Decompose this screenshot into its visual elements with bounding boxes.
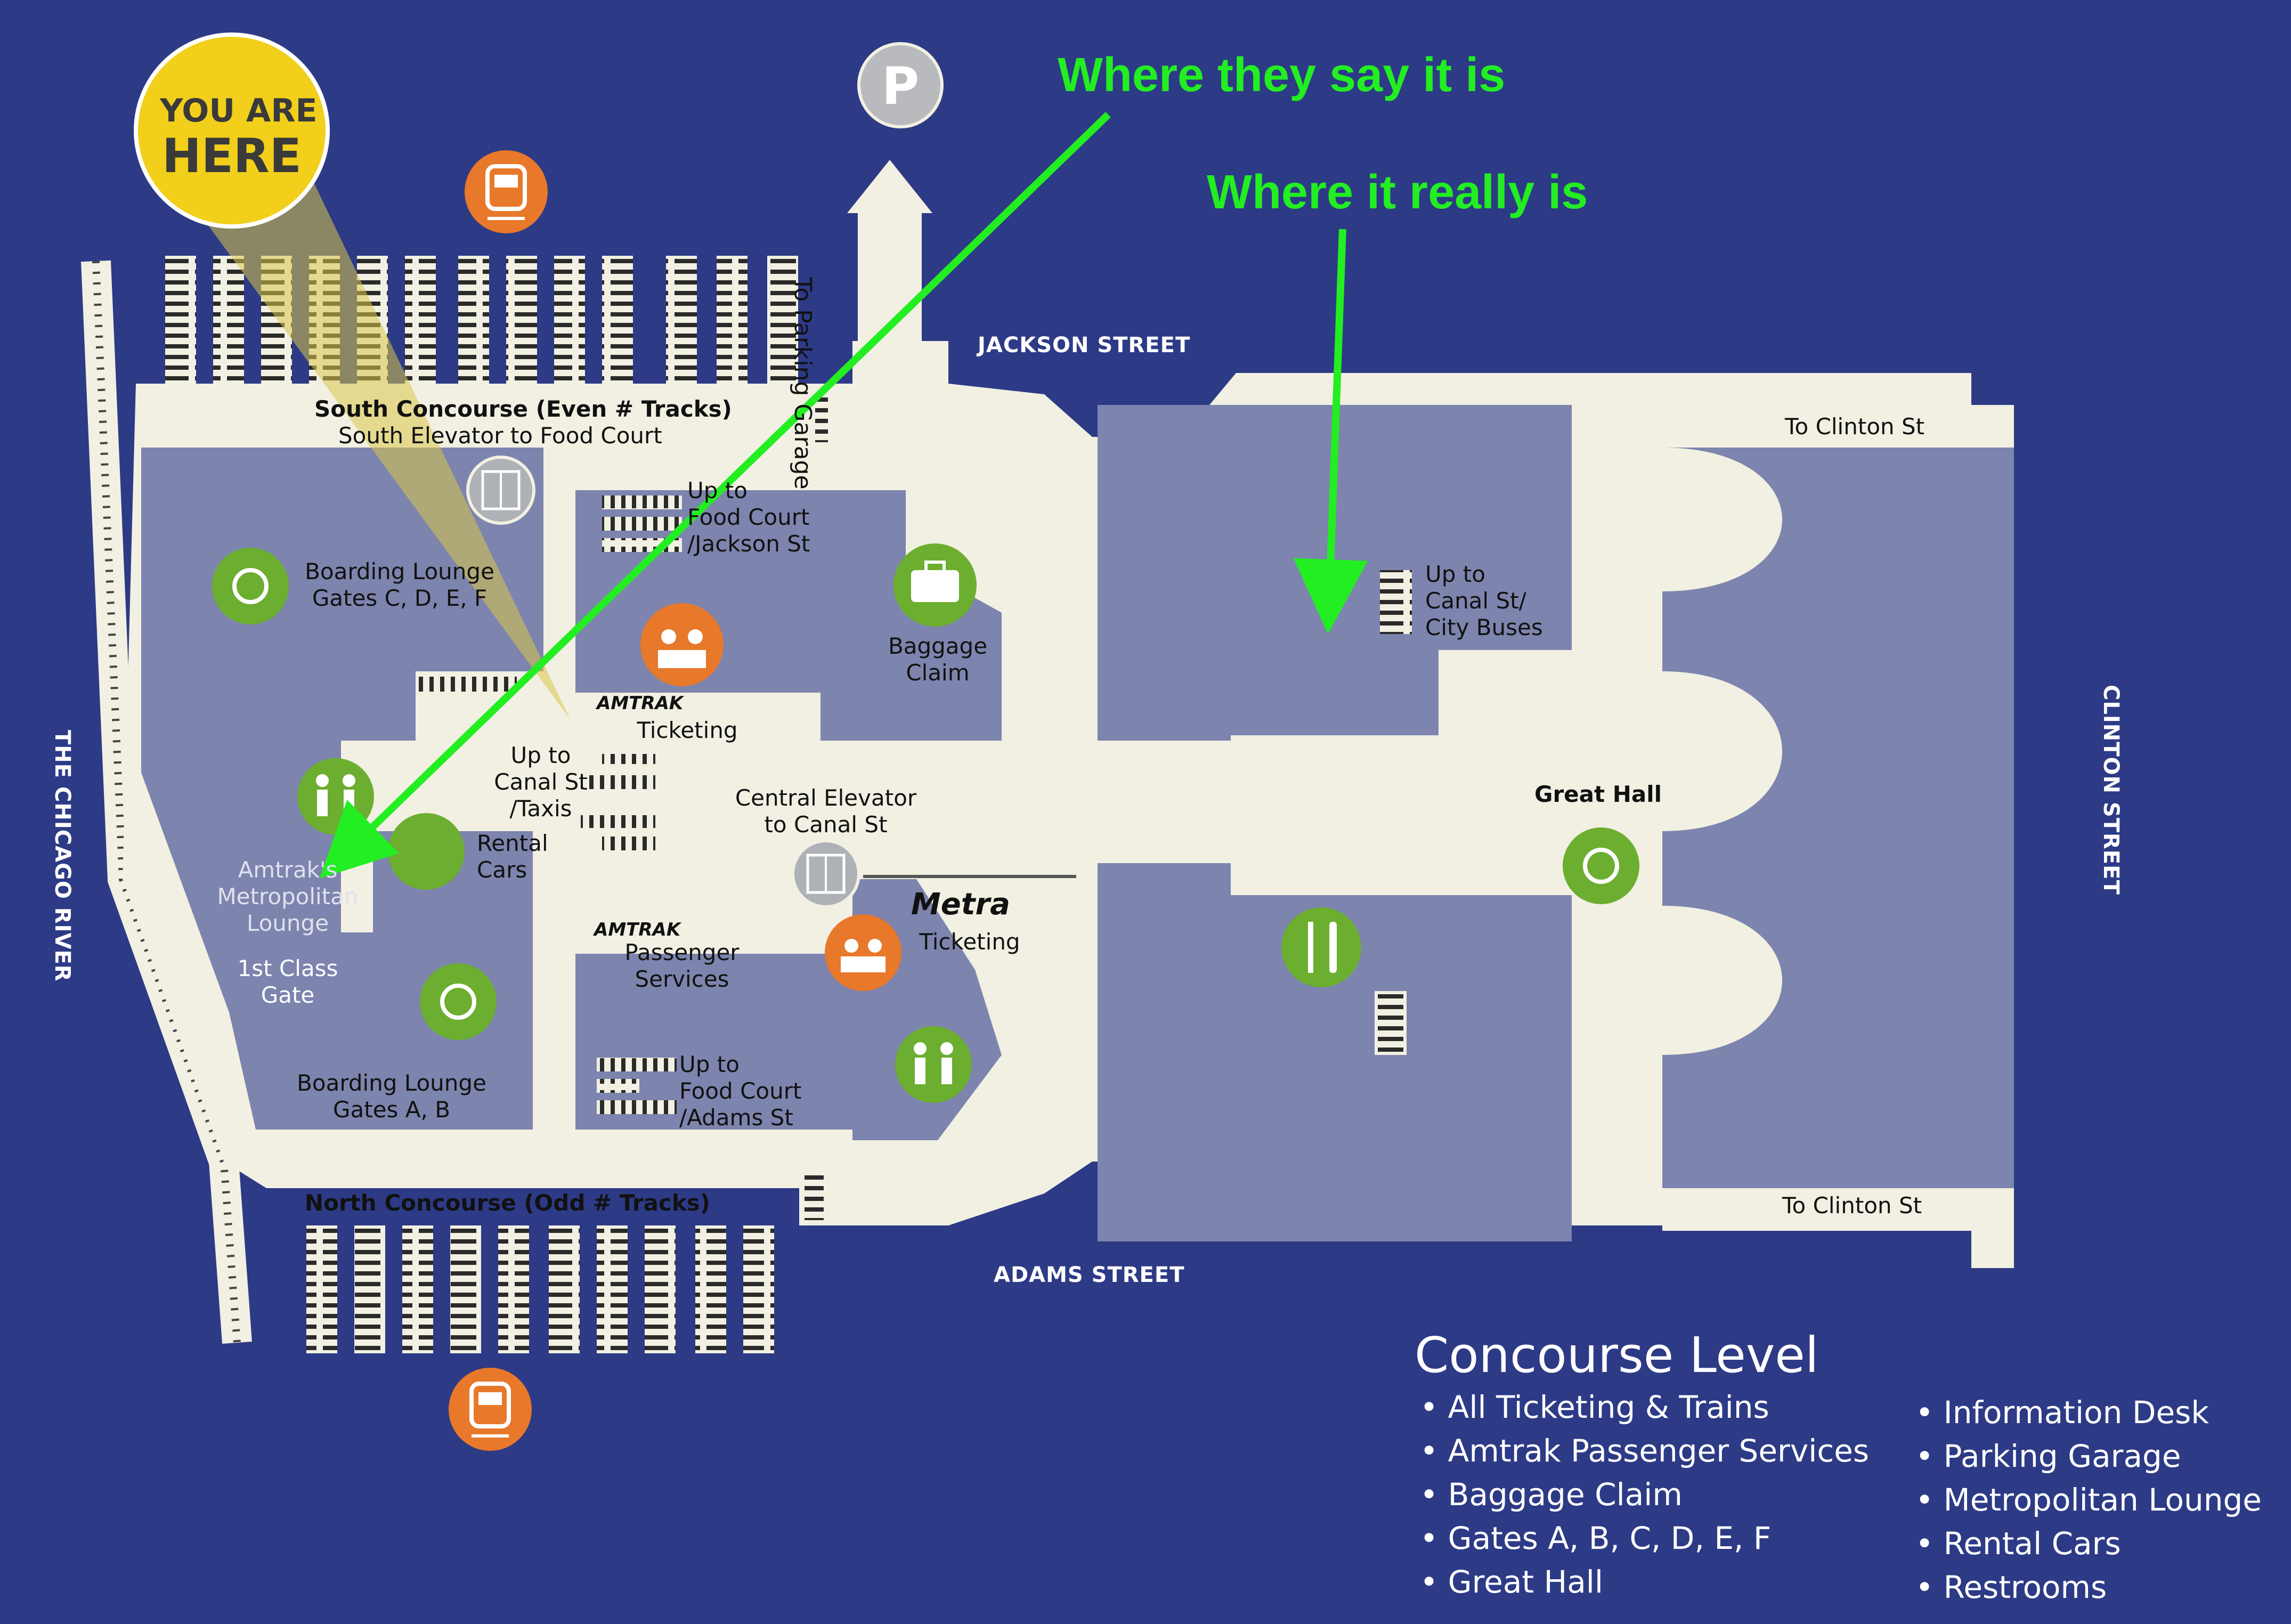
elevator-icon — [466, 456, 535, 525]
up-canal-buses-line3: City Buses — [1425, 614, 1543, 640]
south-concourse-label: South Concourse (Even # Tracks) — [314, 396, 732, 422]
chicago-river-label: THE CHICAGO RIVER — [50, 730, 75, 982]
first-class-gate-line2: Gate — [261, 982, 315, 1008]
to-parking-garage-label: To Parking Garage — [789, 277, 816, 490]
up-food-adams-line1: Up to — [679, 1051, 740, 1077]
amtrak-logo: AMTRAK — [597, 693, 684, 714]
boarding-lounge-ab-line1: Boarding Lounge — [297, 1070, 486, 1096]
actual-location-arrow — [1293, 229, 1368, 634]
legend-item: Metropolitan Lounge — [1915, 1478, 2262, 1522]
jackson-street-label: JACKSON STREET — [978, 333, 1191, 358]
legend-item: Baggage Claim — [1420, 1473, 1869, 1516]
central-elevator-line1: Central Elevator — [735, 785, 917, 811]
south-elevator-label: South Elevator to Food Court — [338, 423, 662, 449]
you-are-here-line1: YOU ARE — [160, 92, 318, 129]
dining-icon — [1281, 907, 1361, 987]
legend-item: Great Hall — [1420, 1560, 1869, 1604]
adams-street-label: ADAMS STREET — [994, 1263, 1185, 1287]
parking-arrow — [847, 160, 932, 400]
up-canal-taxis-line3: /Taxis — [509, 795, 572, 822]
legend-item: Restrooms — [1915, 1565, 2262, 1609]
waiting-lounge-icon — [212, 548, 289, 624]
gates-cdef-label: Gates C, D, E, F — [312, 585, 488, 611]
boarding-lounge-cdef-label: Boarding Lounge — [305, 558, 494, 584]
up-canal-taxis-line2: Canal St — [494, 769, 588, 795]
waiting-lounge-icon — [1563, 827, 1639, 904]
central-elevator-line2: to Canal St — [764, 811, 888, 838]
first-class-gate-line1: 1st Class — [237, 955, 338, 981]
ticketing-icon — [825, 914, 901, 991]
legend-item: Rental Cars — [1915, 1522, 2262, 1565]
you-are-here-beam — [176, 128, 570, 719]
north-tracks — [306, 1225, 774, 1353]
up-food-adams-line2: Food Court — [679, 1078, 802, 1104]
legend-item: Parking Garage — [1915, 1434, 2262, 1478]
to-clinton-top-label: To Clinton St — [1785, 413, 1925, 440]
great-hall-label: Great Hall — [1534, 781, 1662, 807]
information-icon — [388, 813, 465, 890]
to-clinton-bottom-strip — [1662, 1188, 2014, 1231]
amtrak-logo: AMTRAK — [594, 919, 681, 940]
escalator-icons — [416, 394, 1412, 1220]
metra-logo: Metra — [911, 887, 1010, 922]
legend-column-2: Information Desk Parking Garage Metropol… — [1915, 1391, 2262, 1609]
legend-column-1: All Ticketing & Trains Amtrak Passenger … — [1420, 1385, 1869, 1604]
you-are-here-line2: HERE — [162, 128, 302, 183]
north-concourse-label: North Concourse (Odd # Tracks) — [305, 1190, 710, 1216]
up-food-jackson-line1: Up to — [687, 477, 748, 504]
you-are-here-marker — [134, 33, 330, 229]
metro-lounge-line2: Metropolitan — [217, 883, 359, 910]
amtrak-passenger-line1: Passenger — [624, 939, 740, 965]
baggage-icon — [893, 543, 977, 627]
claimed-location-arrow — [319, 111, 1111, 879]
elevator-icon — [791, 839, 860, 908]
train-icon — [449, 1368, 532, 1451]
waiting-lounge-icon — [420, 963, 497, 1040]
rental-cars-line1: Rental — [477, 830, 548, 856]
up-canal-buses-line2: Canal St/ — [1425, 588, 1526, 614]
metra-ticketing-label: Ticketing — [919, 929, 1020, 955]
parking-icon — [857, 42, 944, 128]
up-food-jackson-line2: Food Court — [687, 504, 810, 530]
metro-lounge-line1: Amtrak's — [238, 857, 338, 883]
parking-symbol: P — [881, 56, 920, 116]
clinton-street-label: CLINTON STREET — [2099, 685, 2123, 895]
amtrak-ticketing-label: Ticketing — [637, 717, 738, 743]
amtrak-passenger-line2: Services — [635, 966, 729, 992]
to-clinton-top-strip — [1662, 405, 2014, 448]
restroom-icon — [297, 758, 374, 835]
ticketing-icon — [640, 603, 724, 686]
up-food-adams-line3: /Adams St — [679, 1105, 793, 1131]
annotation-actual: Where it really is — [1207, 166, 1588, 219]
gates-ab-label: Gates A, B — [332, 1097, 451, 1123]
train-icon — [465, 150, 548, 233]
up-food-jackson-line3: /Jackson St — [687, 531, 810, 557]
legend-item: Information Desk — [1915, 1391, 2262, 1434]
rental-cars-line2: Cars — [477, 857, 527, 883]
metro-lounge-line3: Lounge — [246, 910, 329, 936]
legend-title: Concourse Level — [1415, 1327, 1819, 1384]
to-clinton-bottom-label: To Clinton St — [1782, 1192, 1922, 1219]
legend-item: All Ticketing & Trains — [1420, 1385, 1869, 1429]
up-canal-taxis-line1: Up to — [510, 742, 571, 768]
legend-item: Gates A, B, C, D, E, F — [1420, 1516, 1869, 1560]
annotation-claimed: Where they say it is — [1058, 48, 1506, 102]
baggage-claim-line1: Baggage — [888, 633, 988, 659]
up-canal-buses-line1: Up to — [1425, 561, 1485, 587]
restroom-icon — [895, 1026, 972, 1103]
baggage-claim-line2: Claim — [906, 660, 970, 686]
legend-item: Amtrak Passenger Services — [1420, 1429, 1869, 1473]
